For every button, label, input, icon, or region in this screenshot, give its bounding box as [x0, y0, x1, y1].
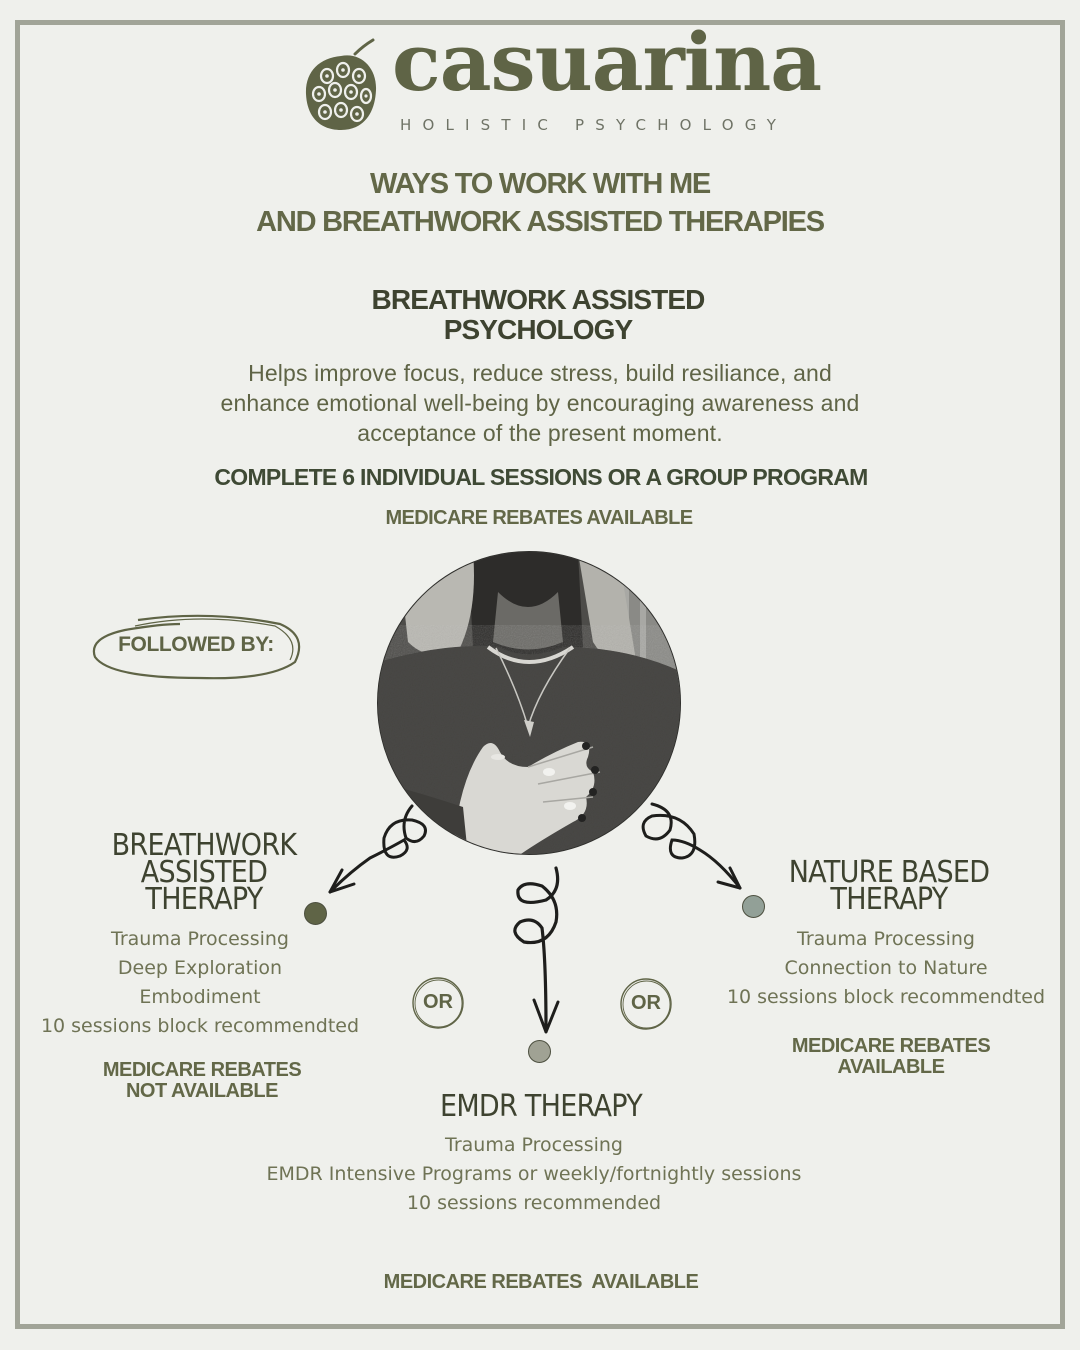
page-title-line-2: AND BREATHWORK ASSISTED THERAPIES: [256, 206, 825, 238]
therapy-item: Deep Exploration: [117, 957, 283, 979]
therapy-title-line: EMDR THERAPY: [439, 1089, 643, 1124]
brand-tagline: HOLISTIC PSYCHOLOGY: [400, 116, 788, 134]
therapy-title: BREATHWORK ASSISTED THERAPY: [69, 828, 339, 917]
arrow-right-icon: [641, 802, 742, 890]
therapy-item: Embodiment: [139, 986, 261, 1008]
therapy-emdr-items: Trauma Processing EMDR Intensive Program…: [234, 1131, 834, 1218]
therapy-nature: NATURE BASED THERAPY: [739, 855, 1039, 917]
portrait-photo: [377, 551, 681, 855]
arrow-down-icon: [513, 866, 560, 1032]
description-line-3: acceptance of the present moment.: [357, 420, 723, 446]
or-ring-left: [412, 977, 464, 1029]
brand-name: casuarina: [392, 15, 822, 109]
rebate-line: MEDICARE REBATES: [791, 1035, 991, 1057]
rebate-line: MEDICARE REBATES: [102, 1059, 302, 1081]
section-description: Helps improve focus, reduce stress, buil…: [0, 358, 1080, 448]
followed-by-label: FOLLOWED BY:: [118, 633, 274, 656]
therapy-emdr: EMDR THERAPY: [341, 1089, 741, 1124]
therapy-title: EMDR THERAPY: [361, 1089, 721, 1124]
therapy-breathwork: BREATHWORK ASSISTED THERAPY: [54, 828, 354, 917]
section-heading-line-2: PSYCHOLOGY: [443, 314, 633, 345]
therapy-item: EMDR Intensive Programs or weekly/fortni…: [266, 1163, 802, 1185]
page-frame: [15, 20, 1065, 1329]
or-label-left: OR: [423, 991, 453, 1013]
therapy-title-line: NATURE BASED: [788, 855, 990, 890]
therapy-breathwork-items: Trauma Processing Deep Exploration Embod…: [0, 925, 400, 1041]
description-line-2: enhance emotional well-being by encourag…: [220, 390, 860, 416]
dot-breathwork: [304, 902, 327, 925]
therapy-title: NATURE BASED THERAPY: [754, 855, 1024, 917]
dot-emdr: [528, 1040, 551, 1063]
therapy-nature-rebate: MEDICARE REBATES AVAILABLE: [741, 1036, 1041, 1078]
rebate-line: MEDICARE REBATES AVAILABLE: [383, 1271, 699, 1293]
casuarina-seed-pod-icon: [305, 38, 377, 130]
therapy-title-line: THERAPY: [830, 882, 948, 917]
therapy-item: Trauma Processing: [445, 1134, 623, 1156]
rebate-badge: MEDICARE REBATES AVAILABLE: [385, 507, 694, 529]
therapy-item: 10 sessions block recommendted: [726, 986, 1046, 1008]
therapy-title-line: THERAPY: [145, 882, 263, 917]
therapy-breathwork-rebate: MEDICARE REBATES NOT AVAILABLE: [52, 1060, 352, 1102]
followed-by-oval: [92, 614, 301, 680]
rebate-line: NOT AVAILABLE: [125, 1080, 279, 1102]
requirement-text: COMPLETE 6 INDIVIDUAL SESSIONS OR A GROU…: [214, 464, 868, 490]
therapy-emdr-rebate: MEDICARE REBATES AVAILABLE: [291, 1230, 791, 1314]
therapy-item: 10 sessions recommended: [406, 1192, 662, 1214]
description-line-1: Helps improve focus, reduce stress, buil…: [248, 360, 832, 386]
section-heading-line-1: BREATHWORK ASSISTED: [371, 284, 706, 315]
therapy-item: Trauma Processing: [797, 928, 975, 950]
or-ring-right: [620, 978, 672, 1030]
page-title: WAYS TO WORK WITH ME AND BREATHWORK ASSI…: [0, 165, 1080, 241]
therapy-item: Trauma Processing: [111, 928, 289, 950]
therapy-title-line: ASSISTED: [140, 855, 268, 890]
arrow-left-icon: [328, 804, 427, 894]
section-heading: BREATHWORK ASSISTED PSYCHOLOGY: [0, 285, 1076, 345]
therapy-nature-items: Trauma Processing Connection to Nature 1…: [680, 925, 1080, 1012]
therapy-item: Connection to Nature: [784, 957, 988, 979]
therapy-item: 10 sessions block recommendted: [40, 1015, 360, 1037]
rebate-line: AVAILABLE: [837, 1056, 945, 1078]
or-label-right: OR: [631, 992, 661, 1014]
therapy-title-line: BREATHWORK: [111, 828, 297, 863]
page-title-line-1: WAYS TO WORK WITH ME: [369, 168, 711, 200]
connector-arrows: [328, 802, 742, 1034]
dot-nature: [742, 895, 765, 918]
